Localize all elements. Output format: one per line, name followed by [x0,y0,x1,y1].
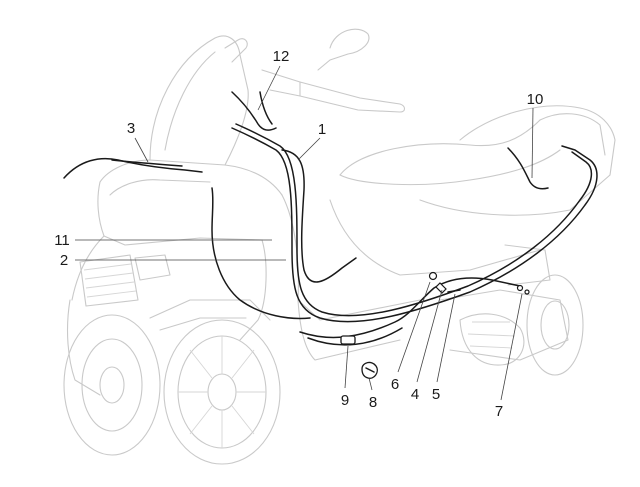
cable-11-pair [235,123,593,317]
callout-10: 10 [527,91,544,108]
cable-12b [259,91,273,125]
callout-3: 3 [127,120,135,137]
fitting-7 [516,284,524,292]
callout-11: 11 [54,232,70,249]
leader-9 [344,345,349,389]
scooter-outline [63,28,616,465]
leader-10 [531,107,534,179]
cable-12 [231,91,277,131]
leader-4 [416,289,443,383]
cable-3-sheath [111,159,183,167]
cable-2 [211,187,311,320]
callout-1: 1 [318,121,326,138]
fitting-7b [524,289,530,295]
callout-5: 5 [432,386,440,403]
nut-6 [428,271,438,281]
callout-2: 2 [60,252,68,269]
callout-4: 4 [411,386,419,403]
callout-7: 7 [495,403,503,420]
cable-10 [507,147,549,190]
callout-12: 12 [273,48,290,65]
leader-1 [297,137,321,161]
leader-8 [368,377,373,391]
leader-3 [134,137,149,163]
callout-8: 8 [369,394,377,411]
callout-9: 9 [341,392,349,409]
callout-6: 6 [391,376,399,393]
clip-9 [340,335,356,345]
leader-6 [397,281,431,373]
grommet-8-slot [365,367,375,373]
cable-rear-harness-b [307,327,403,346]
cable-1 [281,149,357,283]
washer-4 [435,282,447,294]
leader-lines [75,65,534,401]
leader-5 [436,293,456,383]
cable-runs [63,91,598,379]
cable-rear-harness [299,277,521,339]
bolt-5 [447,289,461,293]
leader-7 [500,293,523,401]
leader-12 [257,65,281,111]
cable-11 [231,127,598,323]
callout-labels: 12 3 1 10 11 2 6 4 5 7 8 9 [54,48,543,420]
